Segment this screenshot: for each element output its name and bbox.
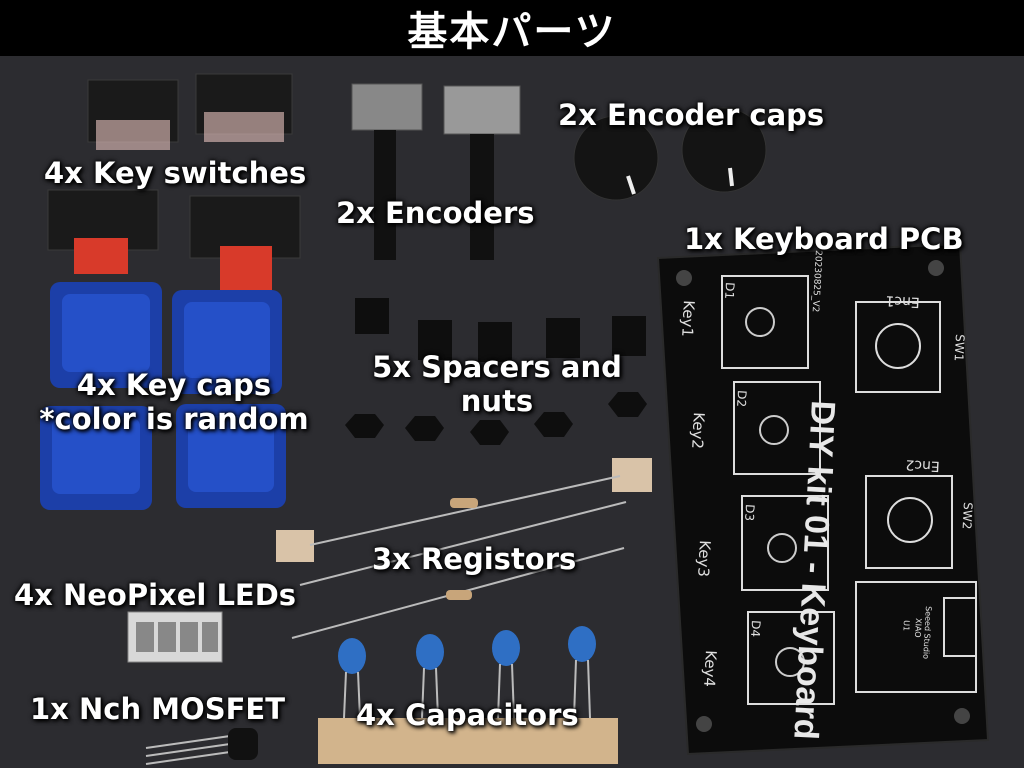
label-spacers-line1: 5x Spacers and xyxy=(372,350,622,384)
label-keyboard-pcb: 1x Keyboard PCB xyxy=(684,222,964,256)
resistors-image xyxy=(276,458,652,639)
label-key-caps-line1: 4x Key caps xyxy=(76,368,272,402)
parts-illustration xyxy=(40,73,990,765)
label-encoder-caps: 2x Encoder caps xyxy=(558,98,825,132)
pcb-title: DIY kit 01 - Keyboard xyxy=(786,400,842,741)
spacers-nuts-image xyxy=(345,298,647,445)
page-title: 基本パーツ xyxy=(407,9,617,55)
label-encoders: 2x Encoders xyxy=(336,196,535,230)
label-spacers-nuts: 5x Spacers and nuts xyxy=(368,350,626,418)
mosfet-image xyxy=(145,728,258,765)
pcb-key2-label: Key2 xyxy=(688,412,708,450)
key-caps-image xyxy=(40,282,286,510)
encoders-image xyxy=(351,83,521,260)
pcb-d4-label: D4 xyxy=(748,620,763,638)
key-switches-image xyxy=(47,73,301,292)
label-neopixel: 4x NeoPixel LEDs xyxy=(14,578,297,612)
pcb-d2-label: D2 xyxy=(734,390,749,408)
pcb-key1-label: Key1 xyxy=(678,300,698,338)
pcb-seeed-label: Seeed Studio xyxy=(921,606,933,659)
header-bar: 基本パーツ xyxy=(0,0,1024,56)
label-registors: 3x Registors xyxy=(372,542,577,576)
label-key-switches: 4x Key switches xyxy=(44,156,307,190)
label-capacitors: 4x Capacitors xyxy=(356,698,579,732)
pcb-xiao-label: XIAO xyxy=(913,618,923,638)
label-spacers-line2: nuts xyxy=(460,384,534,418)
pcb-d3-label: D3 xyxy=(742,504,757,522)
pcb-d1-label: D1 xyxy=(722,282,737,300)
label-mosfet: 1x Nch MOSFET xyxy=(30,692,285,726)
pcb-u1-label: U1 xyxy=(901,620,911,631)
pcb-key4-label: Key4 xyxy=(700,650,720,688)
pcb-sw1-label: SW1 xyxy=(952,334,967,362)
parts-photo: DIY kit 01 - Keyboard Key1 Key2 Key3 Key… xyxy=(0,56,1024,768)
pcb-rev-label: 20230825_V2 xyxy=(810,250,823,313)
label-key-caps-line2: *color is random xyxy=(39,402,309,436)
neopixel-leds-image xyxy=(127,611,223,663)
pcb-enc2-label: Enc2 xyxy=(905,456,940,474)
encoder-caps-image xyxy=(573,107,767,201)
pcb-silkscreen: DIY kit 01 - Keyboard Key1 Key2 Key3 Key… xyxy=(678,250,975,741)
pcb-enc1-label: Enc1 xyxy=(885,292,920,310)
capacitors-image xyxy=(318,626,618,764)
pcb-sw2-label: SW2 xyxy=(960,502,975,530)
label-key-caps: 4x Key caps *color is random xyxy=(38,368,310,436)
keyboard-pcb-image xyxy=(656,242,990,756)
pcb-key3-label: Key3 xyxy=(694,540,714,578)
